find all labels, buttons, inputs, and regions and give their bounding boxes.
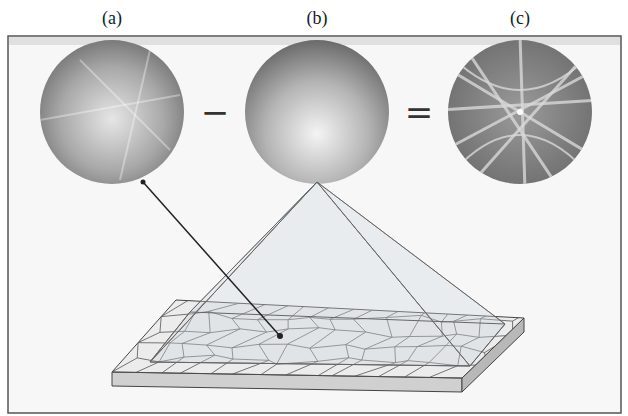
grain-boundary xyxy=(112,358,137,372)
grain-boundary xyxy=(488,305,506,306)
kikuchi-bands xyxy=(440,35,600,190)
grain-boundary xyxy=(232,374,261,375)
minus-sign: − xyxy=(201,95,230,129)
grain-boundary xyxy=(429,366,457,378)
grain-boundary xyxy=(379,376,405,377)
grain-boundary xyxy=(355,376,379,377)
equals-sign: = xyxy=(405,95,434,129)
sample-point xyxy=(277,333,283,339)
grain-boundary xyxy=(160,317,161,333)
grain-boundary xyxy=(512,321,513,335)
grain-boundary xyxy=(318,375,332,376)
grain-boundary xyxy=(261,374,286,375)
grain-boundary xyxy=(211,373,232,374)
background-pattern xyxy=(245,40,389,184)
grain-boundary xyxy=(405,377,430,378)
grain-boundary xyxy=(429,377,462,379)
grain-boundary xyxy=(138,332,160,342)
grain-boundary xyxy=(286,374,318,376)
frame xyxy=(8,36,621,413)
grain-boundary xyxy=(162,372,180,373)
grain-boundary xyxy=(112,372,136,373)
panel-label: (c) xyxy=(510,9,530,27)
grain-boundary xyxy=(506,305,538,307)
raw-pattern xyxy=(40,40,184,184)
grain-boundary xyxy=(180,373,211,375)
grain-boundary xyxy=(161,300,188,316)
panel-label: (a) xyxy=(102,9,122,27)
leader-line xyxy=(143,182,280,336)
pattern-cone xyxy=(150,182,505,366)
panel-label: (b) xyxy=(307,9,328,27)
grain-boundary xyxy=(136,372,162,373)
grain-boundary xyxy=(513,306,539,321)
grain-boundary xyxy=(136,362,159,373)
grain-boundary xyxy=(137,343,139,358)
grain-boundary xyxy=(261,364,277,374)
grain-boundary xyxy=(485,353,487,365)
grain-boundary xyxy=(332,375,355,376)
grain-boundary xyxy=(462,365,487,378)
